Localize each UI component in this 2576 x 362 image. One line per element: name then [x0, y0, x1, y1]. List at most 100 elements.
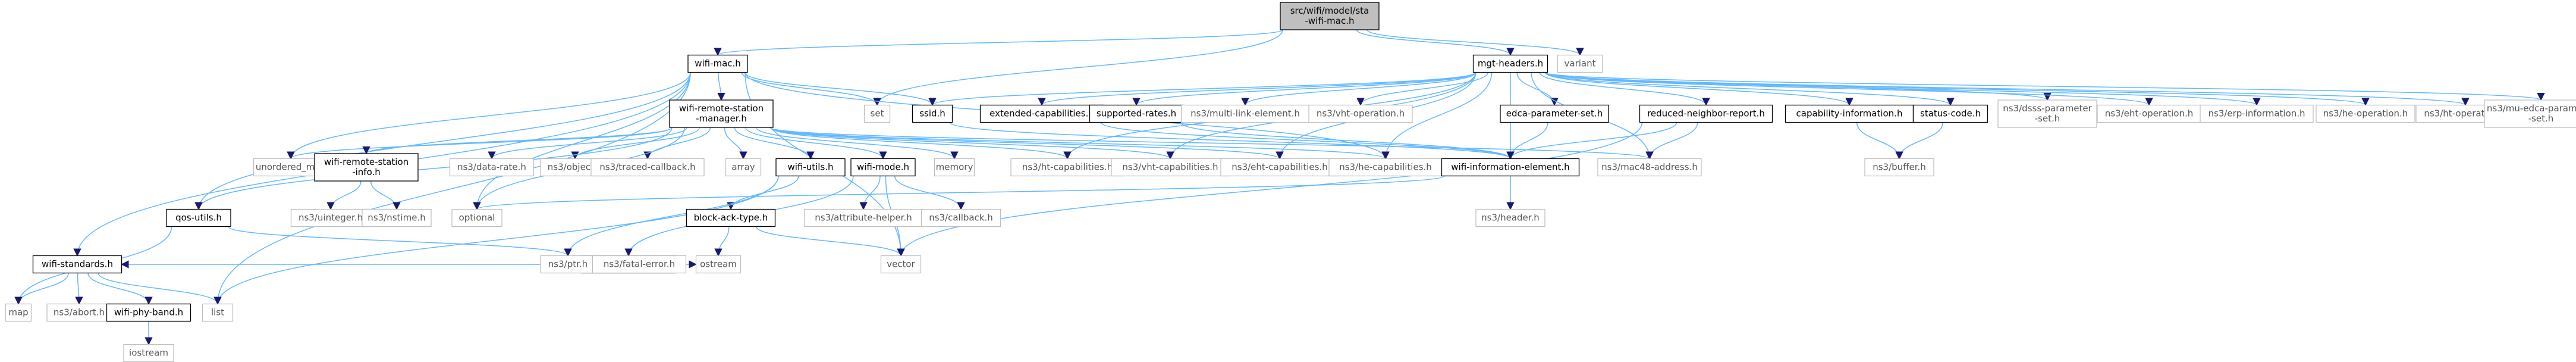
node-wifi-mode-h[interactable]: wifi-mode.h: [850, 158, 916, 177]
node-box: [1500, 104, 1609, 123]
node-wifi-mac-h[interactable]: wifi-mac.h: [687, 54, 748, 73]
node-supported-rates-h[interactable]: supported-rates.h: [1089, 104, 1184, 123]
node-label: mgt-headers.h: [1478, 58, 1543, 69]
node-label: ns3/eht-operation.h: [2105, 108, 2194, 119]
node-box: [921, 208, 1001, 227]
edge-capability-information-h-to-buffer-h: [1856, 122, 1903, 160]
node-eht-operation-h: ns3/eht-operation.h: [2097, 104, 2201, 123]
node-mac48-address-h: ns3/mac48-address.h: [1597, 158, 1702, 177]
edge-wifi-remote-station-manager-h-to-ht-capabilities-h: [770, 127, 1072, 160]
node-label: supported-rates.h: [1097, 108, 1176, 119]
edge-wifi-mac-h-to-unordered-map: [287, 72, 691, 160]
node-traced-callback-h: ns3/traced-callback.h: [590, 158, 705, 177]
node-root[interactable]: src/wifi/model/sta-wifi-mac.h: [1280, 2, 1380, 30]
node-capability-information-h[interactable]: capability-information.h: [1785, 104, 1914, 123]
node-label: variant: [1565, 58, 1596, 69]
node-label: ns3/callback.h: [929, 213, 993, 223]
node-label: ssid.h: [919, 108, 945, 119]
node-label: unordered_map: [256, 162, 326, 173]
edge-wifi-mac-h-to-ssid-h: [744, 72, 937, 106]
node-data-rate-h: ns3/data-rate.h: [449, 158, 535, 177]
node-mgt-headers-h[interactable]: mgt-headers.h: [1472, 54, 1548, 73]
node-box: [979, 104, 1104, 123]
node-label: wifi-mode.h: [857, 162, 909, 173]
node-box: [1864, 158, 1934, 177]
node-label: vector: [887, 259, 915, 270]
node-nstime-h: ns3/nstime.h: [362, 208, 432, 227]
node-box: [1180, 104, 1310, 123]
node-label: memory: [936, 162, 973, 173]
node-box: [687, 54, 748, 73]
edge-wifi-mac-h-to-set: [741, 72, 881, 106]
node-eht-capabilities-h: ns3/eht-capabilities.h: [1220, 158, 1339, 177]
node-box: [123, 344, 174, 362]
node-box: [46, 303, 112, 322]
node-block-ack-type-h[interactable]: block-ack-type.h: [686, 208, 776, 227]
edge-wifi-mode-h-to-attribute-helper-h: [859, 176, 881, 210]
node-box: [290, 208, 371, 227]
node-callback-h: ns3/callback.h: [921, 208, 1001, 227]
node-qos-utils-h[interactable]: qos-utils.h: [166, 208, 231, 227]
node-status-code-h[interactable]: status-code.h: [1912, 104, 1988, 123]
node-label: -manager.h: [696, 113, 747, 124]
node-box: [451, 208, 502, 227]
node-box: [850, 158, 916, 177]
node-edca-parameter-set-h[interactable]: edca-parameter-set.h: [1500, 104, 1609, 123]
node-box: [1280, 2, 1380, 30]
node-box: [1089, 104, 1184, 123]
edge-wifi-remote-station-manager-h-to-traced-callback-h: [643, 127, 711, 160]
node-label: ns3/buffer.h: [1873, 162, 1926, 173]
node-box: [669, 99, 774, 128]
node-wifi-utils-h[interactable]: wifi-utils.h: [775, 158, 846, 177]
node-box: [1597, 158, 1702, 177]
node-box: [106, 303, 191, 322]
edge-wifi-mac-h-to-list: [213, 72, 691, 305]
node-label: ns3/nstime.h: [367, 213, 425, 223]
node-wifi-standards-h[interactable]: wifi-standards.h: [32, 255, 122, 274]
edge-block-ack-type-h-to-vector: [756, 226, 905, 257]
node-label: map: [8, 307, 28, 318]
edge-mgt-headers-h-to-multi-link-element-h: [1241, 72, 1477, 106]
node-wifi-information-element-h[interactable]: wifi-information-element.h: [1441, 158, 1580, 177]
edge-wifi-remote-station-manager-h-to-wifi-remote-station-info-h: [362, 127, 673, 155]
node-ostream: ostream: [695, 255, 742, 274]
node-extended-capabilities-h[interactable]: extended-capabilities.h: [979, 104, 1104, 123]
node-uinteger-h: ns3/uinteger.h: [290, 208, 371, 227]
node-set: set: [863, 104, 891, 123]
node-label: wifi-information-element.h: [1451, 162, 1569, 173]
node-label: ns3/vht-operation.h: [1317, 108, 1405, 119]
node-vht-operation-h: ns3/vht-operation.h: [1308, 104, 1413, 123]
node-label: src/wifi/model/sta: [1290, 5, 1369, 16]
node-box: [1308, 104, 1413, 123]
node-ssid-h[interactable]: ssid.h: [912, 104, 953, 123]
node-reduced-neighbor-report-h[interactable]: reduced-neighbor-report.h: [1639, 104, 1773, 123]
edge-root-to-variant: [1366, 29, 1584, 56]
node-label: reduced-neighbor-report.h: [1647, 108, 1765, 119]
node-label: ns3/he-capabilities.h: [1339, 162, 1432, 173]
node-wifi-phy-band-h[interactable]: wifi-phy-band.h: [106, 303, 191, 322]
edge-reduced-neighbor-report-h-to-vector: [897, 122, 1643, 257]
node-box: [725, 158, 762, 177]
node-box: [2484, 99, 2576, 128]
edge-wifi-remote-station-info-h-to-nstime-h: [370, 180, 401, 210]
node-box: [449, 158, 535, 177]
edge-extended-capabilities-h-to-wifi-information-element-h: [1100, 121, 1515, 160]
edge-wifi-remote-station-manager-h-to-qos-utils-h: [194, 127, 673, 210]
node-header-h: ns3/header.h: [1475, 208, 1545, 227]
edge-wifi-remote-station-manager-h-to-he-capabilities-h: [770, 127, 1390, 160]
node-ptr-h: ns3/ptr.h: [540, 255, 596, 274]
node-label: status-code.h: [1920, 108, 1981, 119]
node-box: [1220, 158, 1339, 177]
node-attribute-helper-h: ns3/attribute-helper.h: [804, 208, 923, 227]
node-box: [1472, 54, 1548, 73]
node-box: [362, 208, 432, 227]
edge-wifi-remote-station-info-h-to-uinteger-h: [326, 180, 362, 210]
edge-ssid-h-to-wifi-information-element-h: [949, 121, 1515, 160]
node-wifi-remote-station-manager-h[interactable]: wifi-remote-station-manager.h: [669, 99, 774, 128]
node-label: ns3/header.h: [1481, 213, 1540, 223]
node-wifi-remote-station-info-h[interactable]: wifi-remote-station-info.h: [314, 153, 419, 182]
edge-mgt-headers-h-to-ht-operation-h: [1544, 71, 2470, 106]
edge-wifi-remote-station-manager-h-to-wifi-mode-h: [745, 127, 887, 160]
node-box: [32, 255, 122, 274]
